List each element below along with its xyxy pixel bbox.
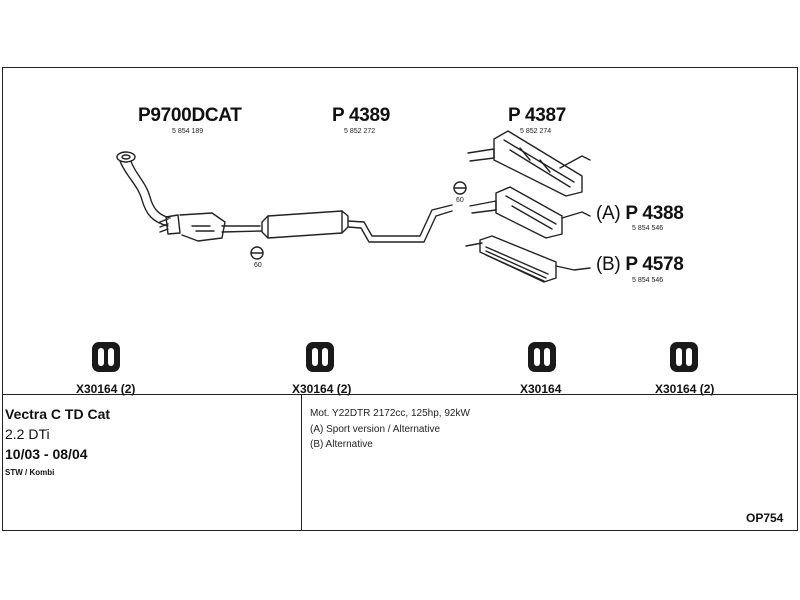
part-code-a: P 4388 — [625, 203, 684, 224]
vehicle-years: 10/03 - 08/04 — [5, 446, 88, 462]
front-pipe-catalyst — [116, 151, 263, 242]
divider-vertical — [301, 394, 302, 530]
vehicle-engine: 2.2 DTi — [5, 426, 50, 442]
clamp-diameter-right: 60 — [456, 197, 464, 204]
oe-number-rear-silencer-b: 5 854 546 — [632, 277, 664, 284]
vehicle-model: Vectra C TD Cat — [5, 406, 111, 422]
rear-silencer-p4388 — [469, 186, 591, 239]
clamp-diameter-left: 60 — [254, 262, 262, 269]
variant-a-note: (A) Sport version / Alternative — [310, 424, 441, 435]
oe-number-front-pipe: 5 854 189 — [172, 128, 204, 135]
vehicle-body: STW / Kombi — [5, 468, 55, 477]
variant-b-note: (B) Alternative — [310, 439, 373, 450]
hanger-icon-2 — [306, 342, 334, 372]
variant-prefix-a: (A) — [596, 203, 621, 224]
variant-prefix-b: (B) — [596, 254, 621, 275]
hanger-label-2: X30164 (2) — [292, 382, 352, 396]
hanger-label-3: X30164 — [520, 382, 562, 396]
hanger-label-1: X30164 (2) — [76, 382, 136, 396]
oe-number-rear-silencer-1: 5 852 274 — [520, 128, 552, 135]
clamp-right — [453, 181, 467, 195]
oe-number-middle-silencer: 5 852 272 — [344, 128, 376, 135]
diagram-code: OP754 — [746, 511, 784, 525]
part-number-front-pipe: P9700DCAT — [138, 105, 242, 126]
hanger-icon-4 — [670, 342, 698, 372]
hanger-icon-3 — [528, 342, 556, 372]
part-number-rear-silencer-a: (A) P 4388 — [596, 203, 684, 225]
rear-silencer-p4578 — [465, 235, 591, 283]
middle-silencer — [261, 204, 453, 243]
part-number-rear-silencer-b: (B) P 4578 — [596, 254, 684, 276]
hanger-label-4: X30164 (2) — [655, 382, 715, 396]
part-number-middle-silencer: P 4389 — [332, 105, 391, 126]
rear-silencer-p4387 — [467, 130, 591, 197]
hanger-icon-1 — [92, 342, 120, 372]
diagram-frame — [2, 67, 798, 531]
engine-note: Mot. Y22DTR 2172cc, 125hp, 92kW — [310, 408, 470, 419]
clamp-left — [250, 246, 264, 260]
oe-number-rear-silencer-a: 5 854 546 — [632, 225, 664, 232]
part-number-rear-silencer-1: P 4387 — [508, 105, 567, 126]
part-code-b: P 4578 — [625, 254, 684, 275]
divider-horizontal — [3, 394, 797, 395]
